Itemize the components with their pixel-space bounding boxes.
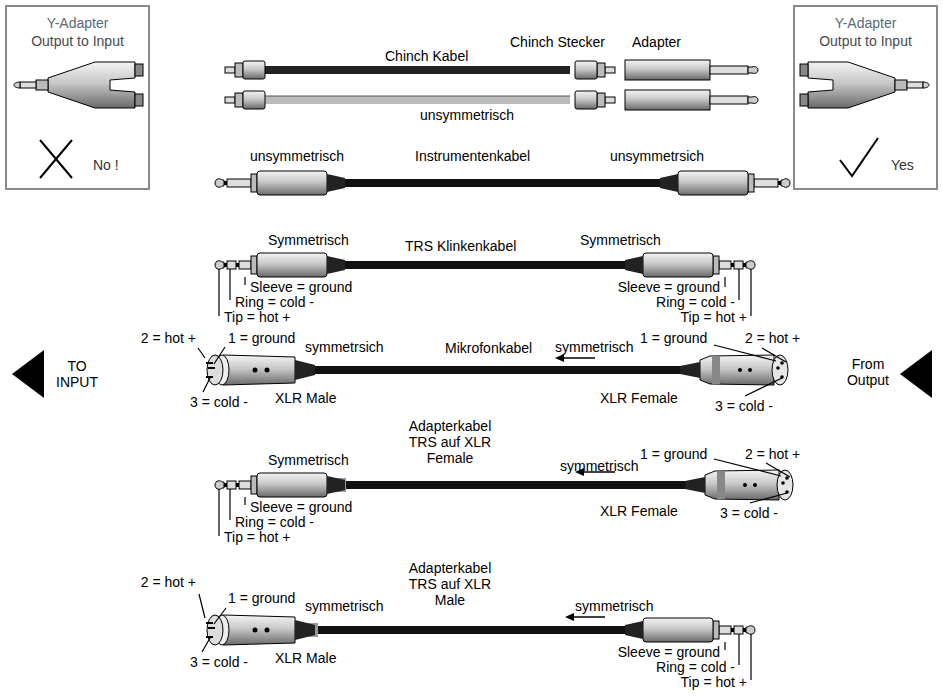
- cable-label: Sleeve = ground: [250, 279, 352, 295]
- panel-heading: Y-Adapter: [7, 15, 148, 32]
- cable-label: Tip = hot +: [224, 529, 290, 545]
- cable-label: 3 = cold -: [715, 398, 773, 414]
- cable-label: XLR Female: [600, 390, 678, 406]
- cable-label: symmetrsich: [305, 339, 384, 355]
- cable-label: Ring = cold -: [235, 294, 314, 310]
- cable-label: symmetrisch: [575, 598, 654, 614]
- cable-label: XLR Female: [600, 503, 678, 519]
- cable-label: TO INPUT: [52, 358, 102, 390]
- panel-text: Output to Input: [7, 33, 148, 50]
- cable-label: 2 = hot +: [141, 574, 196, 590]
- cable-label: XLR Male: [275, 390, 336, 406]
- cable-label: Symmetrisch: [268, 452, 349, 468]
- panel-text: Output to Input: [795, 33, 936, 50]
- cable-label: 3 = cold -: [190, 654, 248, 670]
- panel-text: Yes: [891, 157, 914, 174]
- adapter-panel: Y-AdapterOutput to InputYes: [793, 5, 938, 190]
- cable-label: 1 = ground: [640, 330, 707, 346]
- y-adapter-icon: [800, 62, 929, 176]
- cable-label: symmetrisch: [560, 458, 639, 474]
- cable-label: Instrumentenkabel: [415, 148, 530, 164]
- cable-label: XLR Male: [275, 650, 336, 666]
- panel-heading: Y-Adapter: [795, 15, 936, 32]
- adapter-cable: [199, 594, 755, 680]
- cable-label: Symmetrisch: [580, 232, 661, 248]
- cable-label: Chinch Stecker: [510, 34, 605, 50]
- cable-label: Tip = hot +: [224, 309, 290, 325]
- y-adapter-icon: [14, 62, 143, 178]
- cable-label: unsymmetrisch: [250, 148, 344, 164]
- cable-label: 1 = ground: [228, 590, 295, 606]
- cable-label: unsymmetrisch: [420, 107, 514, 123]
- cable-label: Adapterkabel TRS auf XLR Male: [400, 560, 500, 608]
- cable-label: Ring = cold -: [656, 659, 735, 675]
- cable-label: Ring = cold -: [235, 514, 314, 530]
- adapter-cable: [215, 459, 793, 536]
- cable-label: 1 = ground: [228, 330, 295, 346]
- cable-label: From Output: [838, 356, 898, 388]
- cable-label: Sleeve = ground: [618, 279, 720, 295]
- cable-label: 2 = hot +: [745, 446, 800, 462]
- cable-label: Ring = cold -: [656, 294, 735, 310]
- cable-label: symmetrisch: [305, 598, 384, 614]
- cable-label: Chinch Kabel: [385, 48, 468, 64]
- cable-label: 3 = cold -: [720, 505, 778, 521]
- cable-label: Symmetrisch: [268, 232, 349, 248]
- cable-label: Sleeve = ground: [618, 644, 720, 660]
- cable-label: Adapterkabel TRS auf XLR Female: [400, 418, 500, 466]
- adapter-panel: Y-AdapterOutput to Input No !: [5, 5, 150, 190]
- cinch-cable: [225, 60, 758, 110]
- cable-label: Tip = hot +: [681, 674, 747, 690]
- cable-label: 1 = ground: [640, 446, 707, 462]
- cable-label: Adapter: [632, 34, 681, 50]
- cable-label: 3 = cold -: [190, 394, 248, 410]
- cable-label: unsymmetrsich: [610, 148, 704, 164]
- cable-label: symmetrisch: [555, 339, 634, 355]
- cable-label: Tip = hot +: [681, 309, 747, 325]
- cable-label: Mikrofonkabel: [445, 340, 532, 356]
- cable-label: 2 = hot +: [745, 330, 800, 346]
- cable-label: 2 = hot +: [141, 330, 196, 346]
- cable-label: TRS Klinkenkabel: [405, 238, 516, 254]
- panel-text: No !: [93, 157, 119, 174]
- trs-cable: [215, 253, 755, 316]
- instrument-cable: [215, 171, 790, 195]
- cable-label: Sleeve = ground: [250, 499, 352, 515]
